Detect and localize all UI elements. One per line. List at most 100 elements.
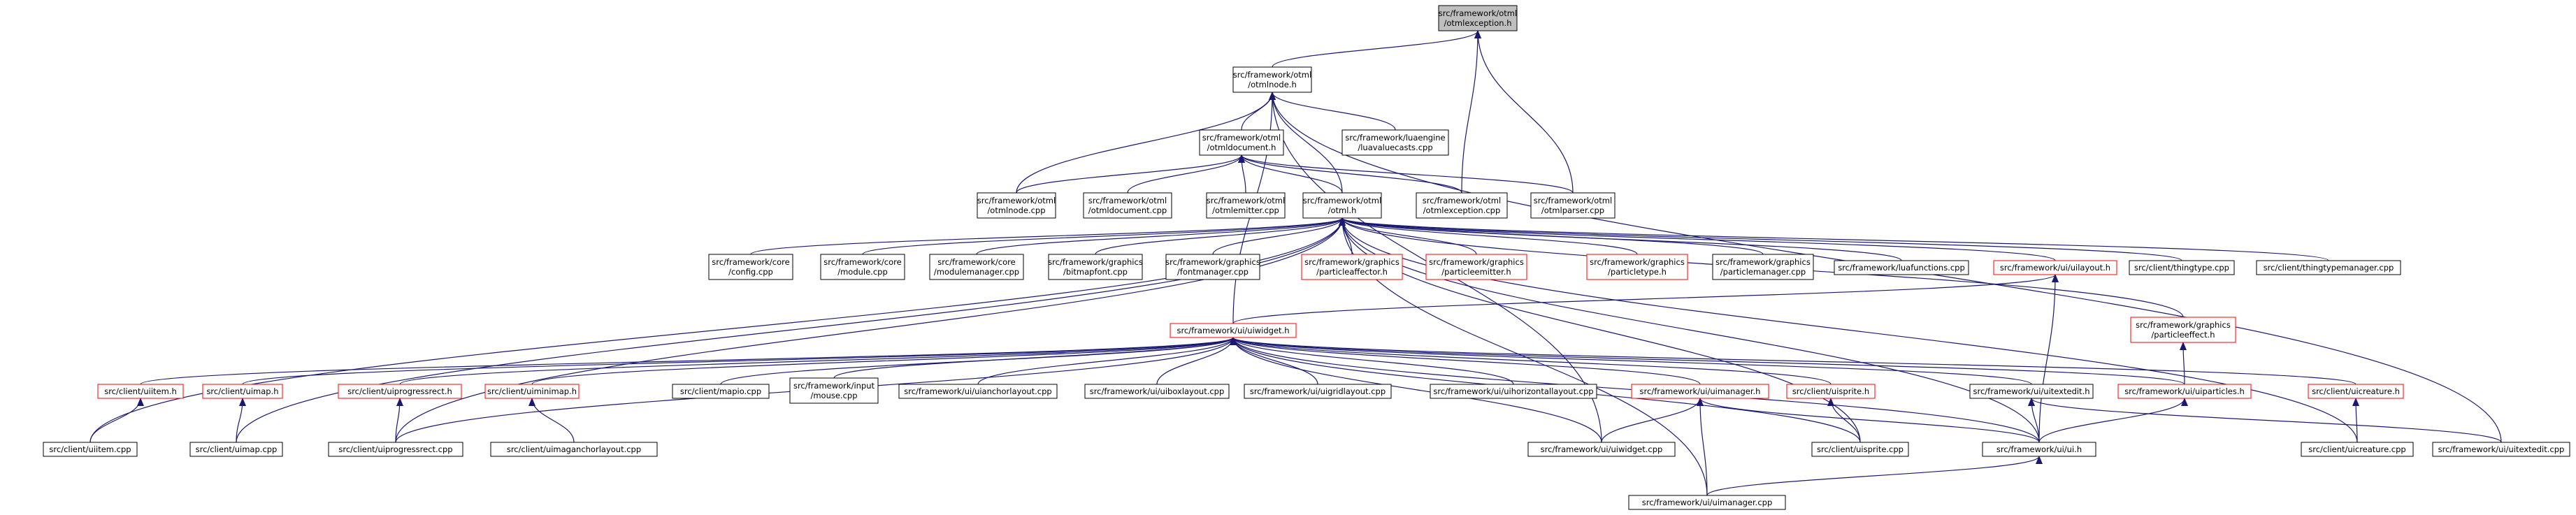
node-label-otmlexception_h-0: src/framework/otml — [1439, 8, 1517, 18]
node-otml_h[interactable]: src/framework/otml/otml.h — [1302, 192, 1382, 219]
node-label-otmlexception_cpp-0: src/framework/otml — [1423, 196, 1501, 205]
node-uiwidget_h[interactable]: src/framework/ui/uiwidget.h — [1170, 323, 1297, 338]
edge-uiitem_h-to-uiwidget_h — [140, 337, 1237, 385]
edge-uisprite_cpp-to-uisprite_h — [1827, 398, 1861, 443]
node-particleemitter_h[interactable]: src/framework/graphics/particleemitter.h — [1425, 254, 1527, 280]
node-label-uimanager_cpp-0: src/framework/ui/uimanager.cpp — [1642, 498, 1773, 507]
edge-thingtype_cpp-to-otml_h — [1339, 217, 2182, 261]
node-box-otmlexception_cpp — [1416, 192, 1508, 219]
node-label-thingtype_cpp-0: src/client/thingtype.cpp — [2134, 263, 2229, 273]
node-modulemanager_cpp[interactable]: src/framework/core/modulemanager.cpp — [929, 254, 1024, 280]
node-mapio_cpp[interactable]: src/client/mapio.cpp — [672, 384, 770, 399]
node-particleaffector_h[interactable]: src/framework/graphics/particleaffector.… — [1301, 254, 1403, 280]
node-module_cpp[interactable]: src/framework/core/module.cpp — [820, 254, 905, 280]
node-box-luafunctions_cpp — [1834, 260, 1969, 275]
edge-uimanager_cpp-to-uimanager_h — [1697, 398, 1708, 496]
edge-config_cpp-to-otml_h — [750, 217, 1346, 255]
node-otmlnode_h[interactable]: src/framework/otml/otmlnode.h — [1232, 66, 1312, 93]
edge-otmlparser_cpp-to-otmlexception_h — [1474, 30, 1574, 194]
node-label-otmlparser_cpp-0: src/framework/otml — [1534, 196, 1612, 205]
node-box-uiprogressrect_cpp — [328, 442, 463, 457]
node-box-uihorizontallayout_cpp — [1430, 384, 1597, 399]
node-label-particletype_h-1: /particletype.h — [1608, 267, 1667, 277]
node-label-ui_h-0: src/framework/ui/ui.h — [1996, 444, 2082, 454]
node-label-particlemanager_cpp-1: /particlemanager.cpp — [1720, 267, 1806, 277]
node-uitextedit_h[interactable]: src/framework/ui/uitextedit.h — [1969, 384, 2094, 399]
edge-uitextedit_cpp-to-uitextedit_h — [2028, 398, 2502, 443]
node-label-uimanager_h-0: src/framework/ui/uimanager.h — [1640, 386, 1761, 396]
node-uiminimap_h[interactable]: src/client/uiminimap.h — [484, 384, 580, 399]
node-otmlnode_cpp[interactable]: src/framework/otml/otmlnode.cpp — [977, 192, 1056, 219]
node-otmlexception_cpp[interactable]: src/framework/otml/otmlexception.cpp — [1416, 192, 1508, 219]
node-label-uicreature_cpp-0: src/client/uicreature.cpp — [2308, 444, 2405, 454]
edge-otmlnode_cpp-to-otmlnode_h — [1016, 92, 1276, 194]
node-particletype_h[interactable]: src/framework/graphics/particletype.h — [1586, 254, 1688, 280]
node-uimaganchorlayout_cpp[interactable]: src/client/uimaganchorlayout.cpp — [490, 442, 658, 457]
node-label-otmlnode_cpp-1: /otmlnode.cpp — [987, 205, 1045, 215]
node-label-particleaffector_h-0: src/framework/graphics — [1304, 257, 1399, 267]
node-box-otmlemitter_cpp — [1206, 192, 1286, 219]
node-uigridlayout_cpp[interactable]: src/framework/ui/uigridlayout.cpp — [1244, 384, 1392, 399]
edge-otml_h-to-otmldocument_h — [1238, 154, 1343, 194]
edge-layer — [89, 30, 2502, 496]
node-thingtypemanager_cpp[interactable]: src/client/thingtypemanager.cpp — [2256, 260, 2401, 275]
node-label-otmlnode_h-1: /otmlnode.h — [1248, 80, 1296, 89]
node-uimap_h[interactable]: src/client/uimap.h — [202, 384, 283, 399]
node-label-uiitem_h-0: src/client/uiitem.h — [104, 386, 177, 396]
node-particlemanager_cpp[interactable]: src/framework/graphics/particlemanager.c… — [1712, 254, 1814, 280]
node-uicreature_cpp[interactable]: src/client/uicreature.cpp — [2301, 442, 2414, 457]
node-thingtype_cpp[interactable]: src/client/thingtype.cpp — [2129, 260, 2235, 275]
node-otmlparser_cpp[interactable]: src/framework/otml/otmlparser.cpp — [1530, 192, 1616, 219]
node-label-uisprite_cpp-0: src/client/uisprite.cpp — [1817, 444, 1904, 454]
node-uiitem_h[interactable]: src/client/uiitem.h — [97, 384, 184, 399]
node-uicreature_h[interactable]: src/client/uicreature.h — [2308, 384, 2404, 399]
node-luavaluecasts_cpp[interactable]: src/framework/luaengine/luavaluecasts.cp… — [1341, 129, 1449, 156]
node-luafunctions_cpp[interactable]: src/framework/luafunctions.cpp — [1834, 260, 1969, 275]
node-label-otmlemitter_cpp-1: /otmlemitter.cpp — [1212, 205, 1279, 215]
node-particleeffect_h[interactable]: src/framework/graphics/particleeffect.h — [2130, 317, 2236, 343]
node-box-uimaganchorlayout_cpp — [490, 442, 658, 457]
node-uitextedit_cpp[interactable]: src/framework/ui/uitextedit.cpp — [2432, 442, 2570, 457]
node-uiboxlayout_cpp[interactable]: src/framework/ui/uiboxlayout.cpp — [1084, 384, 1230, 399]
edge-uimap_cpp-to-otml_h — [236, 217, 1346, 443]
node-uiprogressrect_h[interactable]: src/client/uiprogressrect.h — [338, 384, 462, 399]
node-box-uiitem_h — [97, 384, 184, 399]
node-label-uihorizontallayout_cpp-0: src/framework/ui/uihorizontallayout.cpp — [1433, 386, 1593, 396]
node-bitmapfont_cpp[interactable]: src/framework/graphics/bitmapfont.cpp — [1048, 254, 1143, 280]
node-config_cpp[interactable]: src/framework/core/config.cpp — [708, 254, 793, 280]
edge-ui_h-to-otml_h — [1339, 217, 2040, 443]
node-uianchorlayout_cpp[interactable]: src/framework/ui/uianchorlayout.cpp — [898, 384, 1058, 399]
node-label-uiwidget_cpp-0: src/framework/ui/uiwidget.cpp — [1541, 444, 1663, 454]
node-uilayout_h[interactable]: src/framework/ui/uilayout.h — [1993, 260, 2117, 275]
node-label-modulemanager_cpp-0: src/framework/core — [937, 257, 1015, 267]
node-uihorizontallayout_cpp[interactable]: src/framework/ui/uihorizontallayout.cpp — [1430, 384, 1597, 399]
node-box-fontmanager_cpp — [1165, 254, 1260, 280]
node-otmlexception_h[interactable]: src/framework/otml/otmlexception.h — [1438, 5, 1518, 31]
node-otmldocument_h[interactable]: src/framework/otml/otmldocument.h — [1199, 129, 1284, 156]
edge-particletype_h-to-otml_h — [1339, 217, 1638, 255]
node-label-otmlexception_cpp-1: /otmlexception.cpp — [1423, 205, 1501, 215]
edge-uiprogressrect_cpp-to-otml_h — [395, 217, 1346, 443]
node-box-uiwidget_cpp — [1527, 442, 1676, 457]
node-label-modulemanager_cpp-1: /modulemanager.cpp — [934, 267, 1019, 277]
node-box-config_cpp — [708, 254, 793, 280]
edge-uiparticles_h-to-particleeffect_h — [2180, 342, 2187, 385]
node-mouse_cpp[interactable]: src/framework/input/mouse.cpp — [789, 377, 879, 404]
node-label-particleaffector_h-1: /particleaffector.h — [1316, 267, 1388, 277]
edge-uicreature_h-to-uiwidget_h — [1230, 337, 2356, 385]
node-uiprogressrect_cpp[interactable]: src/client/uiprogressrect.cpp — [328, 442, 463, 457]
node-uimap_cpp[interactable]: src/client/uimap.cpp — [189, 442, 283, 457]
node-uiwidget_cpp[interactable]: src/framework/ui/uiwidget.cpp — [1527, 442, 1676, 457]
node-otmldocument_cpp[interactable]: src/framework/otml/otmldocument.cpp — [1083, 192, 1172, 219]
node-ui_h[interactable]: src/framework/ui/ui.h — [1982, 442, 2096, 457]
node-box-thingtypemanager_cpp — [2256, 260, 2401, 275]
node-uiparticles_h[interactable]: src/framework/ui/uiparticles.h — [2117, 384, 2252, 399]
node-otmlemitter_cpp[interactable]: src/framework/otml/otmlemitter.cpp — [1206, 192, 1286, 219]
edge-uimap_cpp-to-uimap_h — [236, 398, 246, 443]
node-uisprite_cpp[interactable]: src/client/uisprite.cpp — [1811, 442, 1909, 457]
node-uisprite_h[interactable]: src/client/uisprite.h — [1786, 384, 1876, 399]
node-uiitem_cpp[interactable]: src/client/uiitem.cpp — [43, 442, 138, 457]
node-uimanager_cpp[interactable]: src/framework/ui/uimanager.cpp — [1628, 495, 1786, 510]
node-uimanager_h[interactable]: src/framework/ui/uimanager.h — [1631, 384, 1769, 399]
node-fontmanager_cpp[interactable]: src/framework/graphics/fontmanager.cpp — [1165, 254, 1260, 280]
